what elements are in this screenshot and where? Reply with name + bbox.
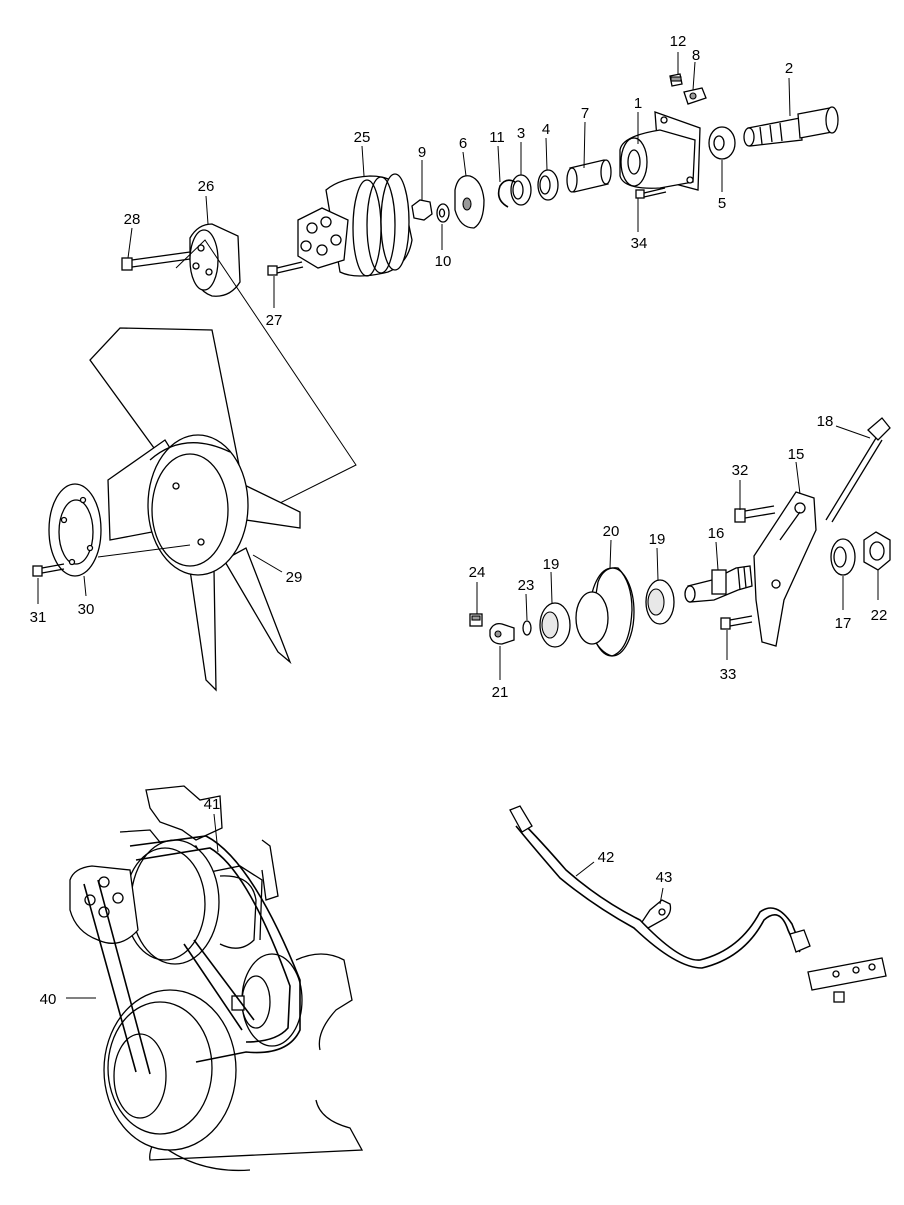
label-9: 9 bbox=[418, 144, 426, 161]
label-28: 28 bbox=[124, 211, 141, 228]
bearing-19-right bbox=[645, 579, 675, 625]
label-8: 8 bbox=[692, 47, 700, 64]
washer-23 bbox=[522, 620, 532, 636]
long-bolt bbox=[825, 417, 891, 523]
label-33: 33 bbox=[720, 666, 737, 683]
label-32: 32 bbox=[732, 462, 749, 479]
label-1: 1 bbox=[634, 95, 642, 112]
label-23: 23 bbox=[518, 577, 535, 594]
label-10: 10 bbox=[435, 253, 452, 270]
label-16: 16 bbox=[708, 525, 725, 542]
bearing-3 bbox=[510, 174, 532, 206]
bearing-4 bbox=[537, 169, 559, 201]
washer-10 bbox=[436, 203, 450, 223]
label-12: 12 bbox=[670, 33, 687, 50]
label-17: 17 bbox=[835, 615, 852, 632]
label-42: 42 bbox=[598, 849, 615, 866]
housing-bolt bbox=[635, 187, 667, 199]
flange-plate bbox=[454, 175, 485, 229]
label-26: 26 bbox=[198, 178, 215, 195]
label-24: 24 bbox=[469, 564, 486, 581]
label-3: 3 bbox=[517, 125, 525, 142]
label-41: 41 bbox=[204, 796, 221, 813]
label-19b: 19 bbox=[649, 531, 666, 548]
label-18: 18 bbox=[817, 413, 834, 430]
sensor-cable bbox=[509, 805, 887, 1003]
bolt-28 bbox=[121, 251, 191, 271]
label-22: 22 bbox=[871, 607, 888, 624]
bearing-19-left bbox=[539, 602, 571, 648]
spacer-sleeve bbox=[566, 159, 612, 193]
bolt-31 bbox=[32, 563, 65, 577]
label-31: 31 bbox=[30, 609, 47, 626]
leader-lines bbox=[37, 52, 879, 999]
cooling-fan bbox=[32, 327, 301, 692]
label-34: 34 bbox=[631, 235, 648, 252]
label-5: 5 bbox=[718, 195, 726, 212]
label-15: 15 bbox=[788, 446, 805, 463]
banjo-fitting bbox=[489, 622, 515, 645]
bolt-32 bbox=[734, 505, 776, 523]
label-11: 11 bbox=[489, 129, 505, 146]
triple-pulley bbox=[297, 173, 413, 277]
belt-drive bbox=[69, 785, 364, 1172]
label-29: 29 bbox=[286, 569, 303, 586]
washer-17 bbox=[830, 538, 856, 576]
label-25: 25 bbox=[354, 129, 371, 146]
label-40: 40 bbox=[40, 991, 57, 1008]
label-2: 2 bbox=[785, 60, 793, 77]
idler-assembly bbox=[469, 417, 891, 657]
label-4: 4 bbox=[542, 121, 550, 138]
bolt-33 bbox=[720, 615, 753, 630]
label-21: 21 bbox=[492, 684, 509, 701]
label-30: 30 bbox=[78, 601, 95, 618]
grease-fitting bbox=[669, 73, 707, 105]
water-pump-assembly bbox=[121, 73, 839, 521]
nut-22 bbox=[863, 531, 891, 571]
fan-hub bbox=[189, 223, 241, 297]
seal-ring bbox=[708, 126, 736, 160]
part-number-labels: 12 8 2 1 7 4 3 11 6 25 9 26 5 28 34 10 2… bbox=[30, 33, 888, 1008]
label-7: 7 bbox=[581, 105, 589, 122]
spacer-plate bbox=[48, 483, 102, 577]
circlip bbox=[497, 179, 516, 208]
nut-9 bbox=[411, 199, 433, 221]
idler-pulley bbox=[575, 567, 635, 657]
grease-nipple bbox=[469, 613, 483, 627]
label-19a: 19 bbox=[543, 556, 560, 573]
idler-bracket bbox=[753, 491, 817, 647]
label-27: 27 bbox=[266, 312, 283, 329]
idler-axle bbox=[684, 565, 753, 603]
label-20: 20 bbox=[603, 523, 620, 540]
bolt-27 bbox=[267, 261, 304, 276]
label-43: 43 bbox=[656, 869, 673, 886]
label-6: 6 bbox=[459, 135, 467, 152]
pump-shaft bbox=[743, 106, 839, 147]
pump-housing bbox=[619, 111, 701, 191]
